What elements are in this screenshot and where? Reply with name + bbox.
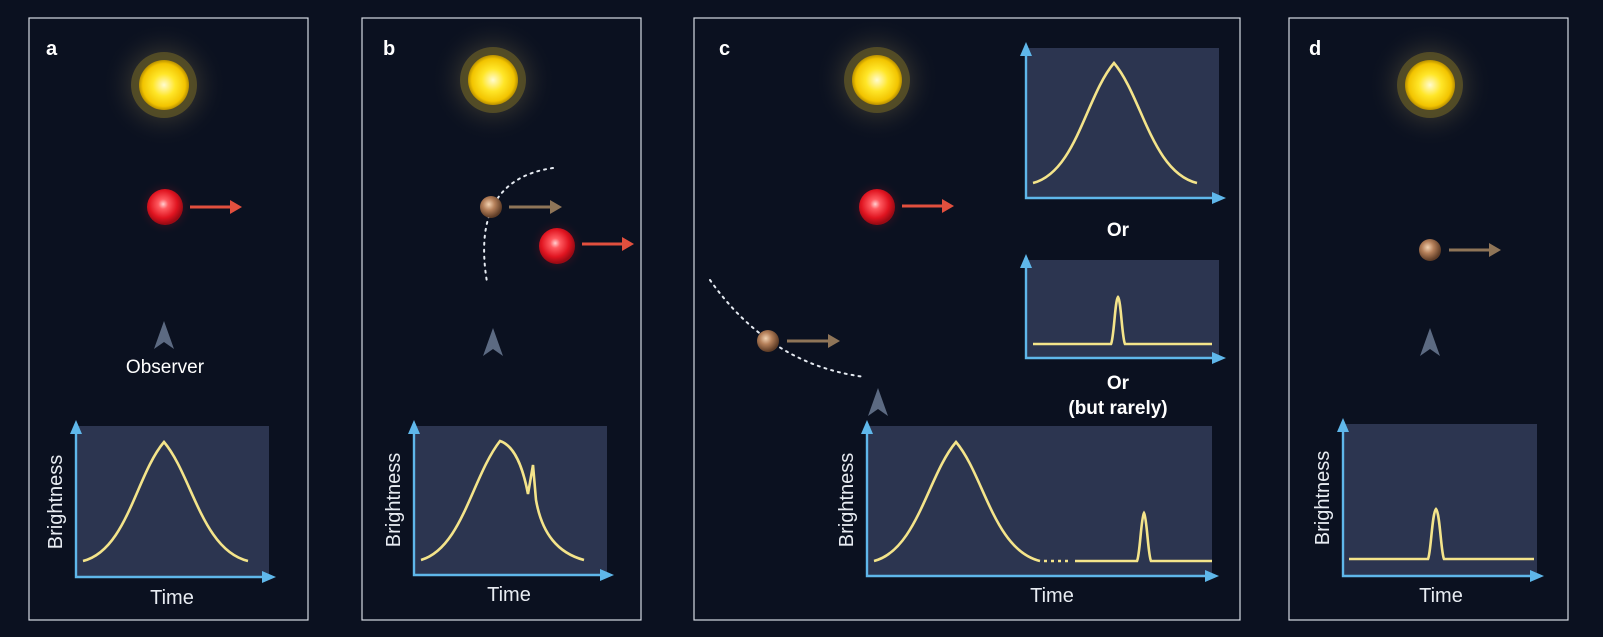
panel-c-label: c xyxy=(719,38,730,60)
lens-star-icon xyxy=(849,179,905,235)
plot-a-curve xyxy=(82,439,249,563)
y-axis-arrowhead xyxy=(70,420,82,434)
motion-arrow-icon xyxy=(582,237,634,251)
observer-icon xyxy=(154,321,174,349)
x-axis-arrowhead xyxy=(262,571,276,583)
plot-b-area xyxy=(414,426,607,575)
motion-arrow-icon xyxy=(509,200,562,214)
y-axis-arrowhead xyxy=(861,420,873,434)
panel-b-frame xyxy=(361,17,642,621)
plot-c-inset2-axes xyxy=(1024,260,1219,360)
plot-d-curve xyxy=(1349,507,1534,561)
y-axis-arrowhead xyxy=(1020,42,1032,56)
motion-arrow-icon xyxy=(190,200,242,214)
motion-arrow-icon xyxy=(902,199,954,213)
plot-c-inset2-curve xyxy=(1033,295,1212,346)
plot-b-axes xyxy=(412,426,607,577)
plot-c-main-spike xyxy=(1075,510,1212,563)
observer-label: Observer xyxy=(126,357,205,378)
plot-c-inset1-area xyxy=(1026,48,1219,198)
x-axis-arrowhead xyxy=(1212,192,1226,204)
plot-d-area xyxy=(1343,424,1537,576)
plot-d-ylabel: Brightness xyxy=(1312,451,1334,546)
sun-icon xyxy=(102,23,226,147)
sun-icon xyxy=(815,18,939,142)
planet-icon xyxy=(480,196,502,218)
plot-b-curve xyxy=(420,439,585,562)
plot-c-main-area xyxy=(867,426,1212,576)
plot-a-xlabel: Time xyxy=(150,587,194,609)
or-label: Or xyxy=(1107,220,1130,241)
x-axis-arrowhead xyxy=(1212,352,1226,364)
panel-d-frame xyxy=(1288,17,1569,621)
x-axis-arrowhead xyxy=(600,569,614,581)
panel-d-label: d xyxy=(1309,38,1321,60)
motion-arrow-icon xyxy=(787,334,840,348)
panel-b-label: b xyxy=(383,38,395,60)
planet-icon xyxy=(757,330,779,352)
lens-star-icon xyxy=(137,179,193,235)
sun-icon xyxy=(1368,23,1492,147)
sun-icon xyxy=(431,18,555,142)
x-axis-arrowhead xyxy=(1205,570,1219,582)
plot-c-ylabel: Brightness xyxy=(836,453,858,548)
plot-a-axes xyxy=(74,426,269,579)
plot-c-inset1-axes xyxy=(1024,48,1219,200)
y-axis-arrowhead xyxy=(1020,254,1032,268)
observer-icon xyxy=(1420,328,1440,356)
plot-d-axes xyxy=(1341,424,1537,578)
plot-c-xlabel: Time xyxy=(1030,585,1074,607)
x-axis-arrowhead xyxy=(1530,570,1544,582)
plot-b-ylabel: Brightness xyxy=(383,453,405,548)
rarely-label: (but rarely) xyxy=(1068,398,1167,419)
y-axis-arrowhead xyxy=(408,420,420,434)
plot-c-inset1-curve xyxy=(1032,60,1198,185)
plot-c-inset2-area xyxy=(1026,260,1219,358)
plot-d-xlabel: Time xyxy=(1419,585,1463,607)
lens-star-icon xyxy=(529,218,585,274)
plot-a-area xyxy=(76,426,269,577)
plot-b-xlabel: Time xyxy=(487,584,531,606)
planet-orbit xyxy=(709,279,866,378)
panel-c-frame xyxy=(693,17,1241,621)
plot-c-main-curve xyxy=(873,439,1041,563)
or-label: Or xyxy=(1107,373,1130,394)
y-axis-arrowhead xyxy=(1337,418,1349,432)
observer-icon xyxy=(868,388,888,416)
plot-c-main-axes xyxy=(865,426,1212,578)
plot-a-ylabel: Brightness xyxy=(45,455,67,550)
panel-a-frame xyxy=(28,17,309,621)
panel-a-label: a xyxy=(46,38,58,60)
observer-icon xyxy=(483,328,503,356)
planet-icon xyxy=(1419,239,1441,261)
motion-arrow-icon xyxy=(1449,243,1501,257)
